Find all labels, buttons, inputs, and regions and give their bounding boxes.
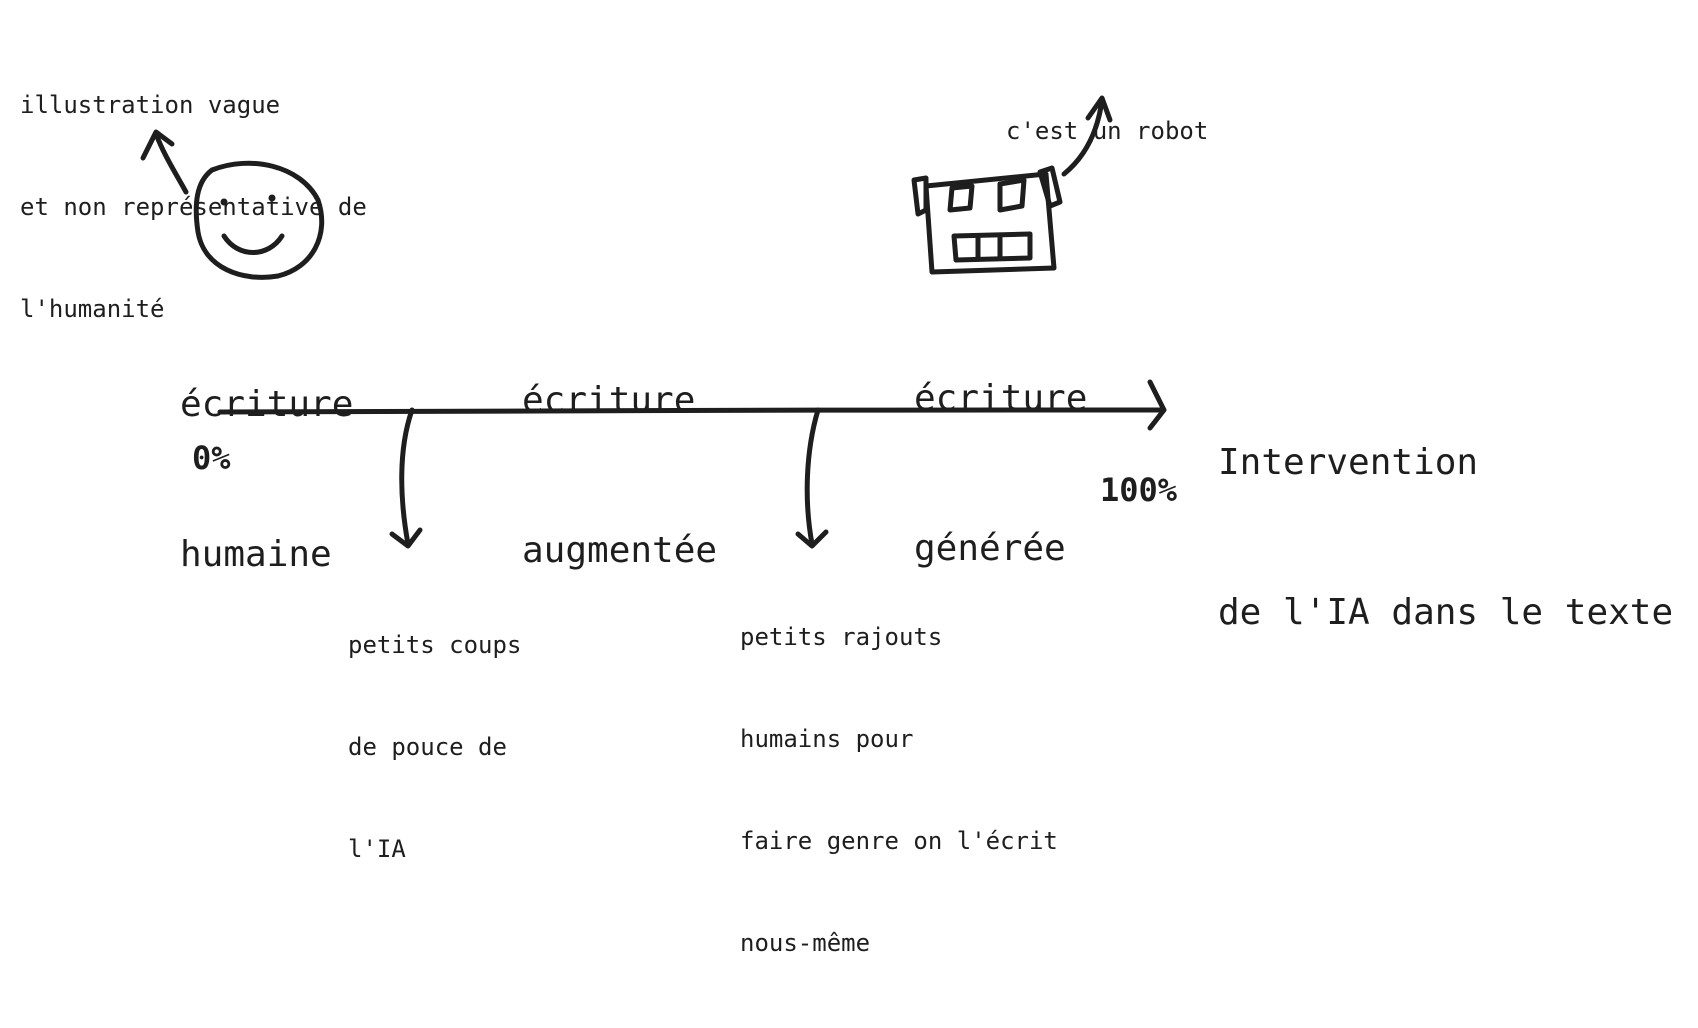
human-note-arrow bbox=[140, 129, 189, 195]
stage-label-line: générée bbox=[914, 528, 1066, 569]
transition-arrow-1 bbox=[389, 407, 423, 549]
stage-label-line: écriture bbox=[180, 384, 354, 425]
stage-label-line: augmentée bbox=[522, 530, 718, 571]
axis-title: Intervention de l'IA dans le texte bbox=[1218, 338, 1673, 738]
transition-note-line: de pouce de bbox=[348, 733, 507, 761]
diagram-drawing bbox=[140, 95, 1167, 549]
transition-note-line: l'IA bbox=[348, 835, 406, 863]
stage-label-line: écriture bbox=[914, 378, 1088, 419]
stage-label-line: écriture bbox=[522, 380, 696, 421]
axis-start-label: 0% bbox=[192, 439, 231, 477]
transition-arrow-2 bbox=[795, 407, 829, 549]
transition-note-line: nous-même bbox=[740, 929, 871, 957]
transition-note-line: faire genre on l'écrit bbox=[740, 827, 1058, 855]
stage-human-label: écriture humaine bbox=[180, 280, 353, 680]
axis-end-label: 100% bbox=[1100, 471, 1178, 509]
stage-generated-label: écriture générée bbox=[914, 274, 1087, 674]
transition-note-line: petits rajouts bbox=[740, 623, 943, 651]
transition-note-1: petits coups de pouce de l'IA bbox=[348, 560, 521, 934]
smiley-face-icon bbox=[193, 160, 325, 280]
diagram-canvas: illustration vague et non représentative… bbox=[20, 20, 1673, 957]
human-note-line: l'humanité bbox=[20, 295, 165, 323]
transition-note-2: petits rajouts humains pour faire genre … bbox=[740, 552, 1058, 1028]
robot-note: c'est un robot bbox=[1006, 46, 1208, 216]
axis-title-line: de l'IA dans le texte bbox=[1218, 592, 1674, 633]
stage-label-line: humaine bbox=[180, 534, 332, 575]
axis-arrow bbox=[217, 379, 1167, 431]
robot-icon bbox=[911, 165, 1063, 275]
robot-note-line: c'est un robot bbox=[1006, 117, 1209, 145]
human-note-line: et non représentative de bbox=[20, 193, 367, 221]
human-note: illustration vague et non représentative… bbox=[20, 20, 367, 394]
robot-note-arrow bbox=[1061, 95, 1113, 177]
transition-note-line: petits coups bbox=[348, 631, 522, 659]
transition-note-line: humains pour bbox=[740, 725, 914, 753]
axis-title-line: Intervention bbox=[1218, 442, 1479, 483]
stage-augmented-label: écriture augmentée bbox=[522, 276, 717, 676]
human-note-line: illustration vague bbox=[20, 91, 281, 119]
